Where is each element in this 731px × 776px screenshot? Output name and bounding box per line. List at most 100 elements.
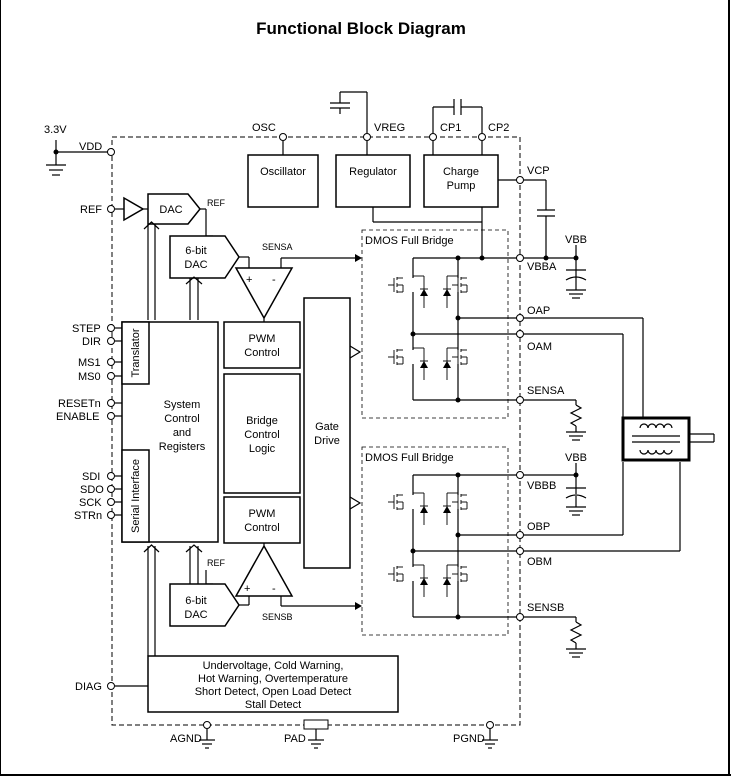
pwm-b-label-2: Control bbox=[244, 522, 279, 534]
ms1-label: MS1 bbox=[78, 357, 101, 369]
ms0-pin bbox=[107, 372, 115, 380]
stepper-motor bbox=[621, 318, 715, 551]
charge-pump-label-2: Pump bbox=[447, 180, 476, 192]
right-pins-b: VBBB VBB OBP OBM SENSB bbox=[516, 452, 680, 658]
osc-label: OSC bbox=[252, 122, 276, 134]
vreg-pin bbox=[363, 133, 371, 141]
agnd-pin bbox=[203, 721, 211, 729]
charge-pump-label-1: Charge bbox=[443, 166, 479, 178]
cp2-label: CP2 bbox=[488, 122, 509, 134]
sensa-pin bbox=[516, 396, 524, 404]
bridge-control-block bbox=[223, 373, 301, 494]
pwm-b-block bbox=[223, 496, 301, 544]
obm-pin bbox=[516, 547, 524, 555]
ms0-label: MS0 bbox=[78, 371, 101, 383]
oap-label: OAP bbox=[527, 305, 550, 317]
cp1-label: CP1 bbox=[440, 122, 461, 134]
vcp-pin bbox=[516, 176, 524, 184]
obm-label: OBM bbox=[527, 556, 552, 568]
serial-interface-block bbox=[121, 449, 150, 543]
system-label-4: Registers bbox=[159, 441, 206, 453]
agnd-label: AGND bbox=[170, 733, 202, 745]
ref-label-top: REF bbox=[207, 198, 226, 208]
oscillator-block bbox=[247, 154, 319, 208]
strn-label: STRn bbox=[74, 510, 102, 522]
supply-3v3-label: 3.3V bbox=[44, 124, 67, 136]
dac-ref-label: DAC bbox=[159, 204, 182, 216]
oam-pin bbox=[516, 330, 524, 338]
right-pins-a: VBBA VBB OAP OAM SENSA bbox=[516, 234, 643, 441]
vbba-label: VBBA bbox=[527, 261, 557, 273]
vcp-label: VCP bbox=[527, 165, 550, 177]
comp-b-plus: + bbox=[244, 583, 250, 595]
comparator-b: REF 6-bit DAC + - SENSB bbox=[169, 543, 362, 627]
step-label: STEP bbox=[72, 323, 101, 335]
gate-label-2: Drive bbox=[314, 435, 340, 447]
sdi-pin bbox=[107, 472, 115, 480]
pwm-a-label-1: PWM bbox=[249, 333, 276, 345]
bridge-label-2: Control bbox=[244, 429, 279, 441]
pad-pin bbox=[303, 719, 329, 730]
resetn-pin bbox=[107, 399, 115, 407]
resetn-label: RESETn bbox=[58, 398, 101, 410]
system-label-3: and bbox=[173, 427, 191, 439]
diagnostics-block bbox=[147, 655, 399, 713]
cp1-pin bbox=[429, 133, 437, 141]
dmos-bridge-a bbox=[361, 229, 509, 419]
vreg-label: VREG bbox=[374, 122, 405, 134]
strn-pin bbox=[107, 511, 115, 519]
vbbb-pin bbox=[516, 471, 524, 479]
pgnd-label: PGND bbox=[453, 733, 485, 745]
top-pins: OSC VREG CP1 CP2 bbox=[252, 91, 509, 155]
pwm-a-label-2: Control bbox=[244, 347, 279, 359]
dmos-a-label: DMOS Full Bridge bbox=[365, 235, 454, 247]
vcp-net: VCP bbox=[498, 165, 555, 258]
sdi-label: SDI bbox=[82, 471, 100, 483]
dac6-b-block bbox=[169, 583, 240, 627]
sck-pin bbox=[107, 498, 115, 506]
dir-label: DIR bbox=[82, 336, 101, 348]
vdd-supply: 3.3V VDD bbox=[44, 124, 115, 176]
dac-ref-block bbox=[147, 193, 201, 225]
sdo-label: SDO bbox=[80, 484, 104, 496]
diag-label-1: Undervoltage, Cold Warning, bbox=[203, 660, 344, 672]
sensa-label: SENSA bbox=[527, 385, 565, 397]
comp-a-minus: - bbox=[272, 274, 276, 286]
diag-label-2: Hot Warning, Overtemperature bbox=[198, 673, 348, 685]
diag-pin bbox=[107, 682, 115, 690]
sensb-pin bbox=[516, 613, 524, 621]
vbbb-label: VBBB bbox=[527, 480, 556, 492]
enable-label: ENABLE bbox=[56, 411, 99, 423]
comparator-b-triangle bbox=[234, 544, 294, 597]
sensb-internal-label: SENSB bbox=[262, 612, 293, 622]
dmos-b-label: DMOS Full Bridge bbox=[365, 452, 454, 464]
oscillator-label: Oscillator bbox=[260, 166, 306, 178]
dac6-a-label-2: DAC bbox=[184, 259, 207, 271]
bridge-label-1: Bridge bbox=[246, 415, 278, 427]
vbb-a-label: VBB bbox=[565, 234, 587, 246]
vdd-pin bbox=[107, 148, 115, 156]
bottom-pins: AGND PAD PGND bbox=[170, 719, 498, 749]
ref-label-bottom: REF bbox=[207, 558, 226, 568]
regulator-label: Regulator bbox=[349, 166, 397, 178]
dac6-a-block bbox=[169, 235, 240, 279]
ref-pin-label: REF bbox=[80, 204, 102, 216]
oap-pin bbox=[516, 314, 524, 322]
vbba-pin bbox=[516, 254, 524, 262]
bridge-a-switches bbox=[387, 255, 549, 403]
ref-pin bbox=[107, 205, 115, 213]
serial-interface-label: Serial Interface bbox=[130, 459, 142, 533]
sdo-pin bbox=[107, 485, 115, 493]
comparator-a-triangle bbox=[234, 267, 294, 320]
bridge-label-3: Logic bbox=[249, 443, 276, 455]
dac6-b-label-2: DAC bbox=[184, 609, 207, 621]
ref-buffer bbox=[123, 196, 145, 222]
oam-label: OAM bbox=[527, 341, 552, 353]
dir-pin bbox=[107, 337, 115, 345]
sck-label: SCK bbox=[79, 497, 102, 509]
comparator-a: + - SENSA bbox=[234, 242, 362, 322]
pgnd-pin bbox=[486, 721, 494, 729]
comp-a-plus: + bbox=[246, 274, 252, 286]
vdd-label: VDD bbox=[79, 141, 102, 153]
